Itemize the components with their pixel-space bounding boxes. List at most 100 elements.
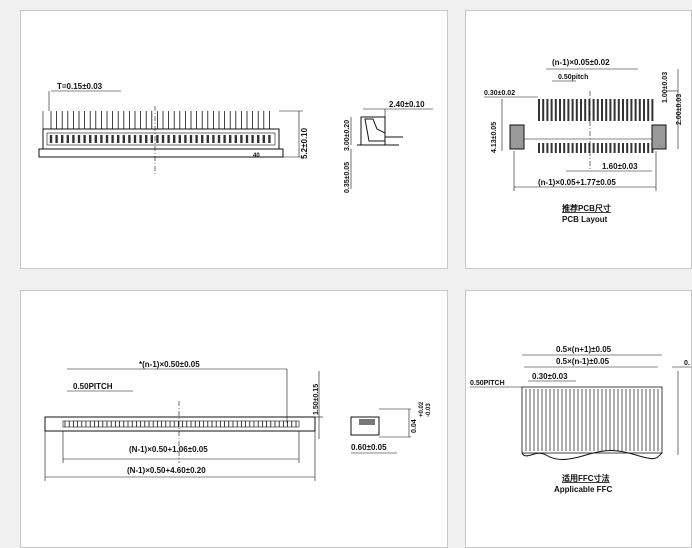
pcb-pad-top bbox=[613, 99, 616, 121]
pcb-pad-top bbox=[554, 99, 557, 121]
pcb-pad-bottom bbox=[626, 143, 629, 153]
connector-contact bbox=[128, 135, 131, 143]
connector-contact bbox=[49, 135, 53, 143]
pcb-pad-top bbox=[567, 99, 570, 121]
pcb-right-dim-1: 1.00±0.03 bbox=[662, 72, 669, 103]
pcb-pad-top bbox=[580, 99, 582, 121]
side-vertical-dim-b: +0.02 bbox=[419, 401, 425, 417]
pcb-pad-top bbox=[592, 99, 595, 121]
pcb-pad-bottom bbox=[567, 143, 570, 153]
connector-contact bbox=[178, 135, 181, 143]
pcb-bottom-dim-1: 1.60±0.03 bbox=[602, 162, 638, 171]
pcb-layout-drawing: (n-1)×0.05±0.02 0.50pitch 0.30±0.02 1.00… bbox=[484, 58, 683, 224]
pcb-pad-top bbox=[630, 99, 633, 121]
pcb-pad-bottom bbox=[559, 143, 561, 153]
height-dim-label: 5.2±0.10 bbox=[300, 127, 309, 159]
pcb-pad-top bbox=[609, 99, 612, 121]
connector-contact bbox=[201, 135, 204, 143]
side-top-dim-label: 2.40±0.10 bbox=[389, 100, 425, 109]
pcb-pad-top bbox=[550, 99, 553, 121]
pcb-pad-bottom bbox=[575, 143, 578, 153]
pcb-pad-bottom bbox=[613, 143, 616, 153]
connector-contact bbox=[257, 135, 260, 143]
pcb-pad-top bbox=[638, 99, 641, 121]
pcb-pad-bottom bbox=[617, 143, 620, 153]
pcb-top-dim-label: (n-1)×0.05±0.02 bbox=[552, 58, 610, 67]
connector-contact bbox=[89, 135, 92, 143]
ffc-caption-cn: 适用FFC寸法 bbox=[562, 473, 610, 483]
connector-contact bbox=[217, 135, 221, 143]
pcb-caption-cn: 推荐PCB尺寸 bbox=[562, 203, 611, 213]
connector-contact bbox=[66, 135, 69, 143]
pcb-left-dim: 4.13±0.05 bbox=[491, 122, 498, 153]
connector-contact bbox=[150, 135, 153, 143]
connector-contact bbox=[223, 135, 226, 143]
pcb-pad-top bbox=[634, 99, 637, 121]
connector-contact bbox=[133, 135, 137, 143]
pcb-bottom-dim-2: (n-1)×0.05+1.77±0.05 bbox=[538, 178, 616, 187]
connector-contact bbox=[100, 135, 103, 143]
pcb-pad-bottom bbox=[605, 143, 608, 153]
pcb-pad-bottom bbox=[584, 143, 587, 153]
pcb-pad-bottom bbox=[580, 143, 582, 153]
pcb-pad-bottom bbox=[638, 143, 641, 153]
panel-connector-views: T=0.15±0.03 40 5.2±0.10 2.40±0.10 3.00±0… bbox=[20, 10, 448, 269]
pcb-pad-bottom bbox=[538, 143, 540, 153]
pcb-right-dim-2: 2.00±0.03 bbox=[676, 94, 683, 125]
pcb-pad-bottom bbox=[622, 143, 624, 153]
connector-contact bbox=[111, 135, 114, 143]
pcb-pad-bottom bbox=[546, 143, 549, 153]
pcb-pad-bottom bbox=[609, 143, 612, 153]
pcb-pad-bottom bbox=[571, 143, 574, 153]
connector-contact bbox=[94, 135, 97, 143]
pcb-pad-top bbox=[626, 99, 629, 121]
pcb-pad-bottom bbox=[630, 143, 633, 153]
pcb-pad-top bbox=[588, 99, 591, 121]
top-view-pitch-label: 0.50PITCH bbox=[73, 382, 113, 391]
pcb-pad-bottom bbox=[634, 143, 637, 153]
pcb-pitch-label: 0.50pitch bbox=[558, 74, 588, 81]
connector-contact bbox=[195, 135, 198, 143]
pcb-pad-width-label: 0.30±0.02 bbox=[484, 90, 515, 97]
pcb-pad-top bbox=[571, 99, 574, 121]
panel-pcb-layout: (n-1)×0.05±0.02 0.50pitch 0.30±0.02 1.00… bbox=[465, 10, 692, 269]
side-bottom-dim-label: 0.35±0.05 bbox=[344, 162, 351, 193]
ffc-drawing: 0.5×(n+1)±0.05 0.5×(n-1)±0.05 0.30±0.03 … bbox=[470, 345, 691, 494]
pcb-pad-bottom bbox=[554, 143, 557, 153]
connector-contact bbox=[240, 135, 243, 143]
pin-count-label: 40 bbox=[253, 153, 260, 159]
pcb-pad-top bbox=[559, 99, 561, 121]
top-view-bottom-dim-1: (N-1)×0.50+1.06±0.05 bbox=[129, 445, 208, 454]
pcb-pad-top bbox=[617, 99, 620, 121]
connector-contact bbox=[212, 135, 215, 143]
connector-contact bbox=[77, 135, 81, 143]
pcb-pad-top bbox=[584, 99, 587, 121]
connector-contact bbox=[61, 135, 64, 143]
connector-contact bbox=[184, 135, 187, 143]
ffc-dim-1: 0.5×(n+1)±0.05 bbox=[556, 345, 612, 354]
connector-contact bbox=[234, 135, 237, 143]
ffc-dim-2: 0.5×(n-1)±0.05 bbox=[556, 357, 610, 366]
pcb-pad-top bbox=[575, 99, 578, 121]
connector-contact bbox=[145, 135, 148, 143]
panel-applicable-ffc: 0.5×(n+1)±0.05 0.5×(n-1)±0.05 0.30±0.03 … bbox=[465, 290, 692, 548]
pcb-pad-bottom bbox=[588, 143, 591, 153]
connector-contact bbox=[206, 135, 209, 143]
pcb-pad-top bbox=[651, 99, 654, 121]
pcb-pad-bottom bbox=[542, 143, 545, 153]
pcb-caption-en: PCB Layout bbox=[562, 215, 608, 224]
connector-contact bbox=[122, 135, 125, 143]
pcb-pad-top bbox=[643, 99, 645, 121]
connector-contact bbox=[167, 135, 170, 143]
connector-contact bbox=[229, 135, 232, 143]
connector-contact bbox=[83, 135, 86, 143]
side-vertical-dim-a: 0.04 bbox=[411, 419, 418, 433]
side-vertical-dim-c: -0.03 bbox=[426, 403, 432, 417]
top-view-top-dim: *(n-1)×0.50±0.05 bbox=[139, 360, 200, 369]
t-dim-label: T=0.15±0.03 bbox=[57, 82, 103, 91]
connector-contact bbox=[156, 135, 159, 143]
connector-contact bbox=[251, 135, 254, 143]
side-height-dim-label: 3.00±0.20 bbox=[344, 120, 351, 151]
top-view-right-dim: 1.50±0.15 bbox=[313, 384, 320, 415]
connector-contact bbox=[139, 135, 142, 143]
